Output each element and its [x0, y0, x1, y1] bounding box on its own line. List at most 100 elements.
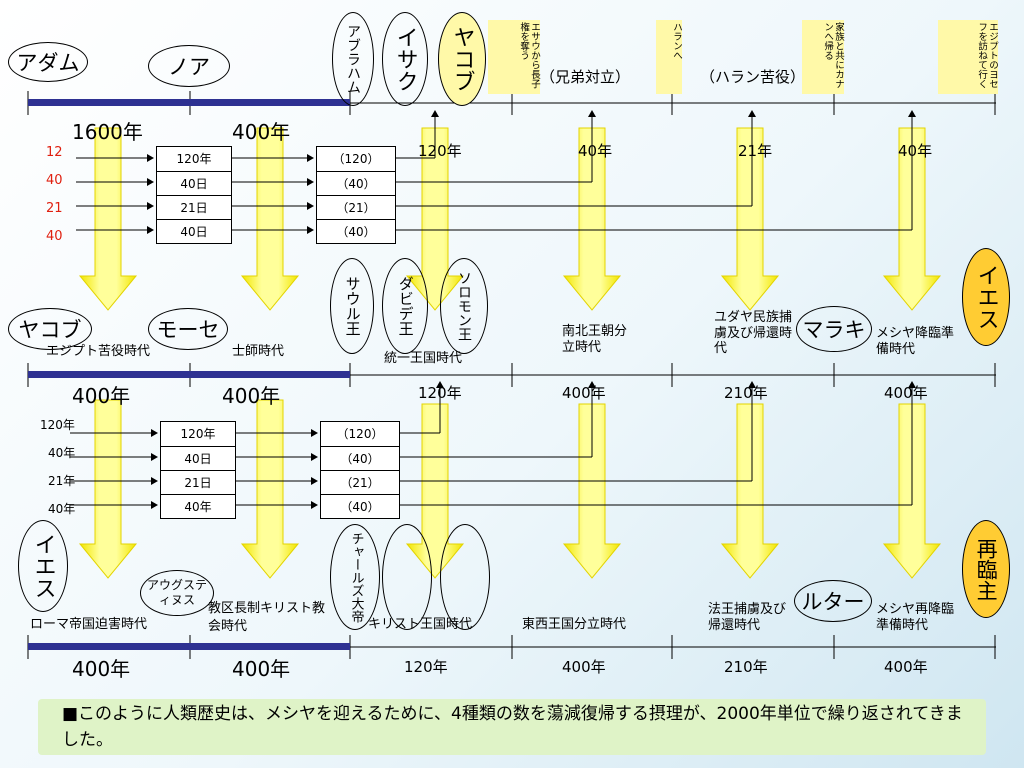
box-s2-left-cell: 21日	[161, 470, 235, 495]
oval-abraham-label: アブラハム	[345, 24, 362, 94]
box-s1-left-cell: 40日	[157, 219, 231, 244]
left-number-21: 21	[46, 201, 63, 216]
era-s3-6: メシヤ再降臨準備時代	[876, 602, 955, 633]
era-s2-3: 統一王国時代	[384, 351, 463, 366]
oval-luther-label: ルター	[801, 590, 865, 614]
oval-isaac-label: イサク	[392, 26, 418, 92]
box-s2-left-cell: 120年	[180, 427, 216, 441]
link-up-arrow-head	[588, 110, 596, 117]
box-s1-left-cell: 120年	[176, 152, 212, 166]
era-s2-6: メシヤ降臨準備時代	[876, 326, 955, 357]
down-arrow	[78, 127, 138, 311]
link-up-arrow-head	[588, 381, 596, 388]
oval-jesus-1: イエス	[962, 248, 1010, 346]
era-s3-4: 東西王国分立時代	[522, 617, 627, 632]
note-egypt: エジプトのヨセフを訪ねて行く	[938, 20, 998, 94]
oval-saul-label: サウル王	[343, 276, 362, 336]
box-s2-left: 120年 40日 21日 40年	[160, 421, 236, 519]
down-arrow	[720, 127, 780, 311]
era-bar	[28, 371, 350, 378]
oval-jacob-1-label: ヤコブ	[449, 26, 475, 92]
box-arrow-head	[311, 501, 318, 509]
duration-s1-4: 40年	[578, 142, 613, 160]
duration-s1-1: 1600年	[72, 120, 143, 144]
box-arrow-head	[307, 178, 314, 186]
duration-s2-2: 400年	[222, 384, 281, 408]
box-s2-right-cell: （21）	[321, 470, 399, 495]
link-up-arrow-head	[748, 110, 756, 117]
duration-s1-5: 21年	[738, 142, 773, 160]
oval-jacob-2-label: ヤコブ	[18, 318, 82, 342]
oval-second-coming-label: 再臨主	[974, 537, 999, 601]
link-up-arrow-head	[748, 381, 756, 388]
left-number-40b: 40	[46, 229, 63, 244]
duration-s1-3: 120年	[418, 142, 462, 160]
era-s3-1: ローマ帝国迫害時代	[30, 617, 148, 632]
oval-noah-label: ノア	[168, 55, 210, 79]
input-arrow-head	[151, 453, 158, 461]
duration-s2-6: 400年	[884, 384, 928, 402]
input-arrow-head	[147, 226, 154, 234]
box-s1-left-cell: 40日	[157, 171, 231, 196]
input-arrow-head	[151, 477, 158, 485]
down-arrow	[78, 399, 138, 579]
duration-s3-2: 400年	[232, 657, 291, 681]
note-canaan: 家族と共にカナンへ帰る	[802, 20, 844, 94]
event-haran-labor: （ハラン苦役）	[700, 68, 806, 86]
oval-charles-label: チャールズ大帝	[348, 531, 364, 623]
input-arrow-head	[151, 429, 158, 437]
duration-s2-4: 400年	[562, 384, 606, 402]
oval-david-label: ダビデ王	[396, 276, 415, 336]
duration-s3-3: 120年	[404, 658, 448, 676]
era-s2-4: 南北王朝分立時代	[562, 324, 628, 355]
era-bar	[28, 99, 350, 106]
box-s2-right: （120） （40） （21） （40）	[320, 421, 400, 519]
input-arrow-head	[151, 501, 158, 509]
footer-summary: ■このように人類歴史は、メシヤを迎えるために、4種類の数を蕩減復帰する摂理が、2…	[38, 699, 986, 755]
oval-adam-label: アダム	[16, 51, 80, 75]
box-s1-right-cell: （21）	[317, 195, 395, 220]
box-s1-right: （120） （40） （21） （40）	[316, 146, 396, 244]
left-number-12: 12	[46, 145, 63, 160]
oval-empty-1	[382, 524, 432, 630]
oval-adam: アダム	[8, 42, 88, 82]
duration-s2-1: 400年	[72, 384, 131, 408]
box-arrow-head	[307, 154, 314, 162]
oval-solomon-label: ソロモン王	[456, 271, 473, 341]
oval-jacob-1: ヤコブ	[438, 12, 486, 106]
oval-second-coming: 再臨主	[962, 520, 1010, 618]
left-number-b3: 21年	[48, 474, 76, 488]
down-arrow	[562, 127, 622, 311]
box-s1-right-cell: （40）	[317, 219, 395, 244]
left-number-40a: 40	[46, 173, 63, 188]
oval-jesus-2: イエス	[18, 520, 68, 612]
down-arrow	[562, 403, 622, 579]
box-s1-right-cell: （40）	[317, 171, 395, 196]
box-arrow-head	[311, 477, 318, 485]
input-arrow-head	[147, 202, 154, 210]
left-number-b4: 40年	[48, 502, 76, 516]
event-brothers: （兄弟対立）	[540, 68, 631, 86]
left-number-b2: 40年	[48, 446, 76, 460]
left-number-b1: 120年	[40, 418, 75, 432]
era-bar	[28, 643, 350, 650]
era-s3-3: キリスト王国時代	[368, 617, 473, 632]
duration-s1-2: 400年	[232, 120, 291, 144]
box-s2-left-cell: 40日	[161, 446, 235, 471]
link-up-arrow-head	[431, 110, 439, 117]
oval-jesus-1-label: イエス	[973, 264, 999, 330]
oval-david: ダビデ王	[382, 258, 428, 354]
link-up-arrow-head	[908, 110, 916, 117]
oval-isaac: イサク	[382, 12, 428, 106]
era-s2-2: 士師時代	[232, 344, 285, 359]
oval-charles: チャールズ大帝	[330, 524, 380, 630]
duration-s2-3: 120年	[418, 384, 462, 402]
era-s3-5: 法王捕虜及び帰還時代	[708, 602, 787, 633]
duration-s3-5: 210年	[724, 658, 768, 676]
oval-augustine-label: アウグスティヌス	[146, 578, 207, 607]
box-s2-right-cell: （40）	[321, 446, 399, 471]
era-s2-5: ユダヤ民族捕虜及び帰還時代	[714, 310, 793, 357]
oval-saul: サウル王	[330, 258, 374, 354]
